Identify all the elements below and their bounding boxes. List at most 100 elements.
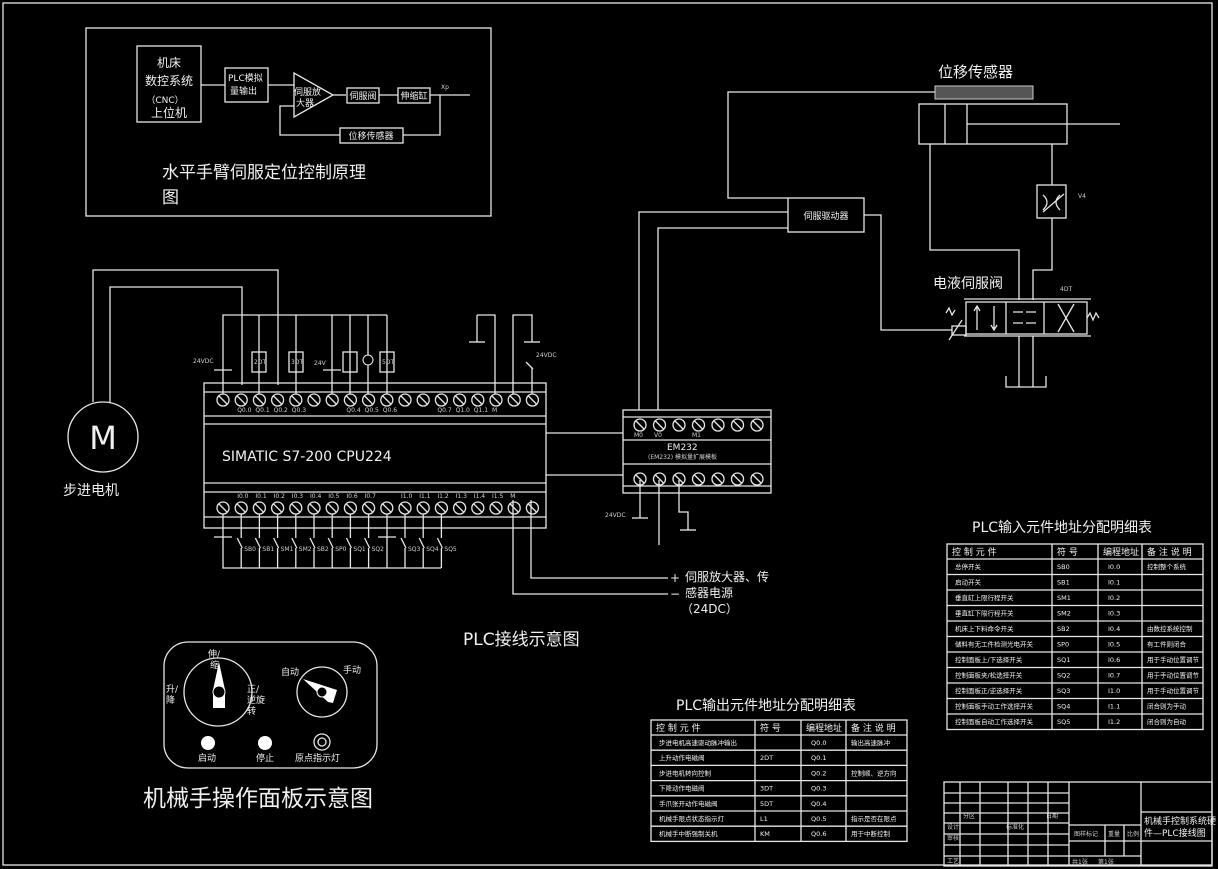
switch-label: SQ3 [408, 546, 421, 553]
terminal-label: I1.0 [401, 493, 412, 500]
table-cell: SQ4 [1057, 703, 1070, 711]
input-switch [327, 537, 334, 549]
knob1-label-right: 转 [247, 705, 256, 717]
plc-output-terminal[interactable] [452, 393, 467, 407]
amplifier-label: 大器 [296, 97, 314, 109]
em232-model: EM232 [667, 443, 698, 453]
plc-analog-label: PLC模拟 [228, 72, 263, 84]
em232-terminal[interactable] [691, 472, 706, 486]
plc-output-terminal[interactable] [471, 393, 485, 407]
table-cell: SB0 [1057, 563, 1070, 571]
stop-button[interactable] [258, 736, 272, 750]
table-cell: 控制整个系统 [1147, 562, 1187, 571]
plc-output-terminal[interactable] [307, 393, 321, 407]
table-cell: 用于手动位置调节 [1147, 655, 1200, 664]
em232-terminal[interactable] [730, 418, 745, 432]
plc-voltage-right: 24VDC [536, 352, 557, 359]
home-indicator-lamp [313, 733, 331, 751]
table-header: 备 注 说 明 [1147, 546, 1192, 558]
table-cell: 闭合则为手动 [1147, 702, 1187, 711]
terminal-label: Q0.6 [383, 407, 397, 414]
table-cell: I0.4 [1108, 625, 1120, 633]
amplifier-label: 伺服放 [294, 86, 321, 98]
plc-output-terminal[interactable] [489, 393, 503, 407]
knob2-label-manual: 手动 [343, 664, 361, 676]
table-cell: 启动开关 [955, 578, 982, 587]
plus-sign: + [670, 571, 680, 585]
input-switch [345, 537, 352, 549]
plc-output-terminal[interactable] [507, 393, 521, 407]
servo-valve-label: 伺服阀 [349, 90, 376, 102]
em232-terminal[interactable] [730, 472, 745, 486]
em232-terminal-label: V0 [654, 432, 662, 439]
table-cell: I0.7 [1108, 672, 1120, 680]
switch-label: SB2 [317, 546, 329, 553]
table-cell: SQ5 [1057, 718, 1070, 726]
table-cell: SB2 [1057, 625, 1070, 633]
em232-terminal[interactable] [633, 418, 647, 432]
input-switch [273, 537, 280, 549]
plc-input-terminal[interactable] [507, 501, 521, 515]
title-block: 机械手控制系统硬 件—PLC接线图 图样标记 重量 比例 共1张 第1张 分区 … [943, 781, 1216, 867]
input-switch [436, 537, 443, 549]
plc-output-terminal[interactable] [234, 393, 248, 407]
terminal-label: Q0.5 [365, 407, 379, 414]
terminal-label: I1.4 [474, 493, 485, 500]
drawing-title: 机械手控制系统硬 [1144, 815, 1216, 827]
principle-title-cont: 图 [162, 188, 179, 208]
plc-cpu224: SIMATIC S7-200 CPU224 24VDC 24VDC 24V Q0… [193, 314, 580, 650]
plc-input-terminal[interactable] [471, 501, 485, 515]
title-block-label: 标准化 [1006, 823, 1024, 831]
plc-input-terminal[interactable] [452, 501, 467, 515]
start-button[interactable] [201, 736, 215, 750]
table-cell: 控制面板手动工作选择开关 [955, 702, 1034, 711]
motor-symbol: M [89, 419, 117, 457]
plc-output-terminal[interactable] [398, 393, 412, 407]
input-switch [291, 537, 298, 549]
em232-terminal[interactable] [711, 418, 725, 432]
plc-output-terminal[interactable] [270, 393, 285, 407]
principle-diagram: 机床 数控系统 （CNC） 上位机 PLC模拟 量输出 伺服放 大器 伺服阀 伸… [85, 27, 492, 217]
plc-input-terminal[interactable] [525, 501, 540, 515]
table-header: 编程地址 [1103, 546, 1139, 558]
em232-terminal[interactable] [711, 472, 725, 486]
plc-output-terminal[interactable] [434, 393, 449, 407]
switch-label: SM2 [299, 546, 312, 553]
table-cell: 控制顺、逆方向 [851, 768, 897, 777]
table-cell: 控制面板夹/松选择开关 [955, 671, 1023, 680]
terminal-label: Q0.4 [346, 407, 360, 414]
em232-terminal[interactable] [691, 418, 706, 432]
home-lamp-label: 原点指示灯 [295, 752, 340, 764]
em232-terminal[interactable] [750, 472, 764, 486]
table-cell: 机械手中断强制关机 [659, 829, 718, 838]
throttle-valve [1036, 184, 1067, 219]
knob1-label-right: 正/ [247, 685, 260, 695]
plc-output-terminal[interactable] [416, 393, 430, 407]
table-cell: SM1 [1057, 594, 1071, 602]
relay-coil [288, 351, 304, 373]
lift-rotate-knob[interactable] [183, 657, 253, 727]
switch-label: SP0 [335, 546, 346, 553]
table-cell: 闭合则为自动 [1147, 717, 1187, 726]
em232-terminal[interactable] [750, 418, 764, 432]
input-switch [418, 537, 425, 549]
plc-body [203, 382, 547, 529]
plc-input-terminal[interactable] [489, 501, 503, 515]
knob1-label-top: 缩 [210, 659, 219, 671]
switch-label: SM1 [281, 546, 294, 553]
table-cell: 用于手动位置调节 [1147, 686, 1200, 695]
em232-terminal[interactable] [672, 418, 686, 432]
em232-terminal[interactable] [652, 418, 667, 432]
auto-manual-knob[interactable] [296, 666, 348, 718]
em232-module: EM232 (EM232) 模拟量扩展模板 M0 V0 M1 24VDC [546, 211, 788, 545]
hydraulic-system: 位移传感器 伺服驱动器 V4 电液伺服阀 4DT [727, 63, 1120, 388]
terminal-label: Q0.3 [292, 407, 306, 414]
cnc-line: 上位机 [151, 105, 187, 120]
